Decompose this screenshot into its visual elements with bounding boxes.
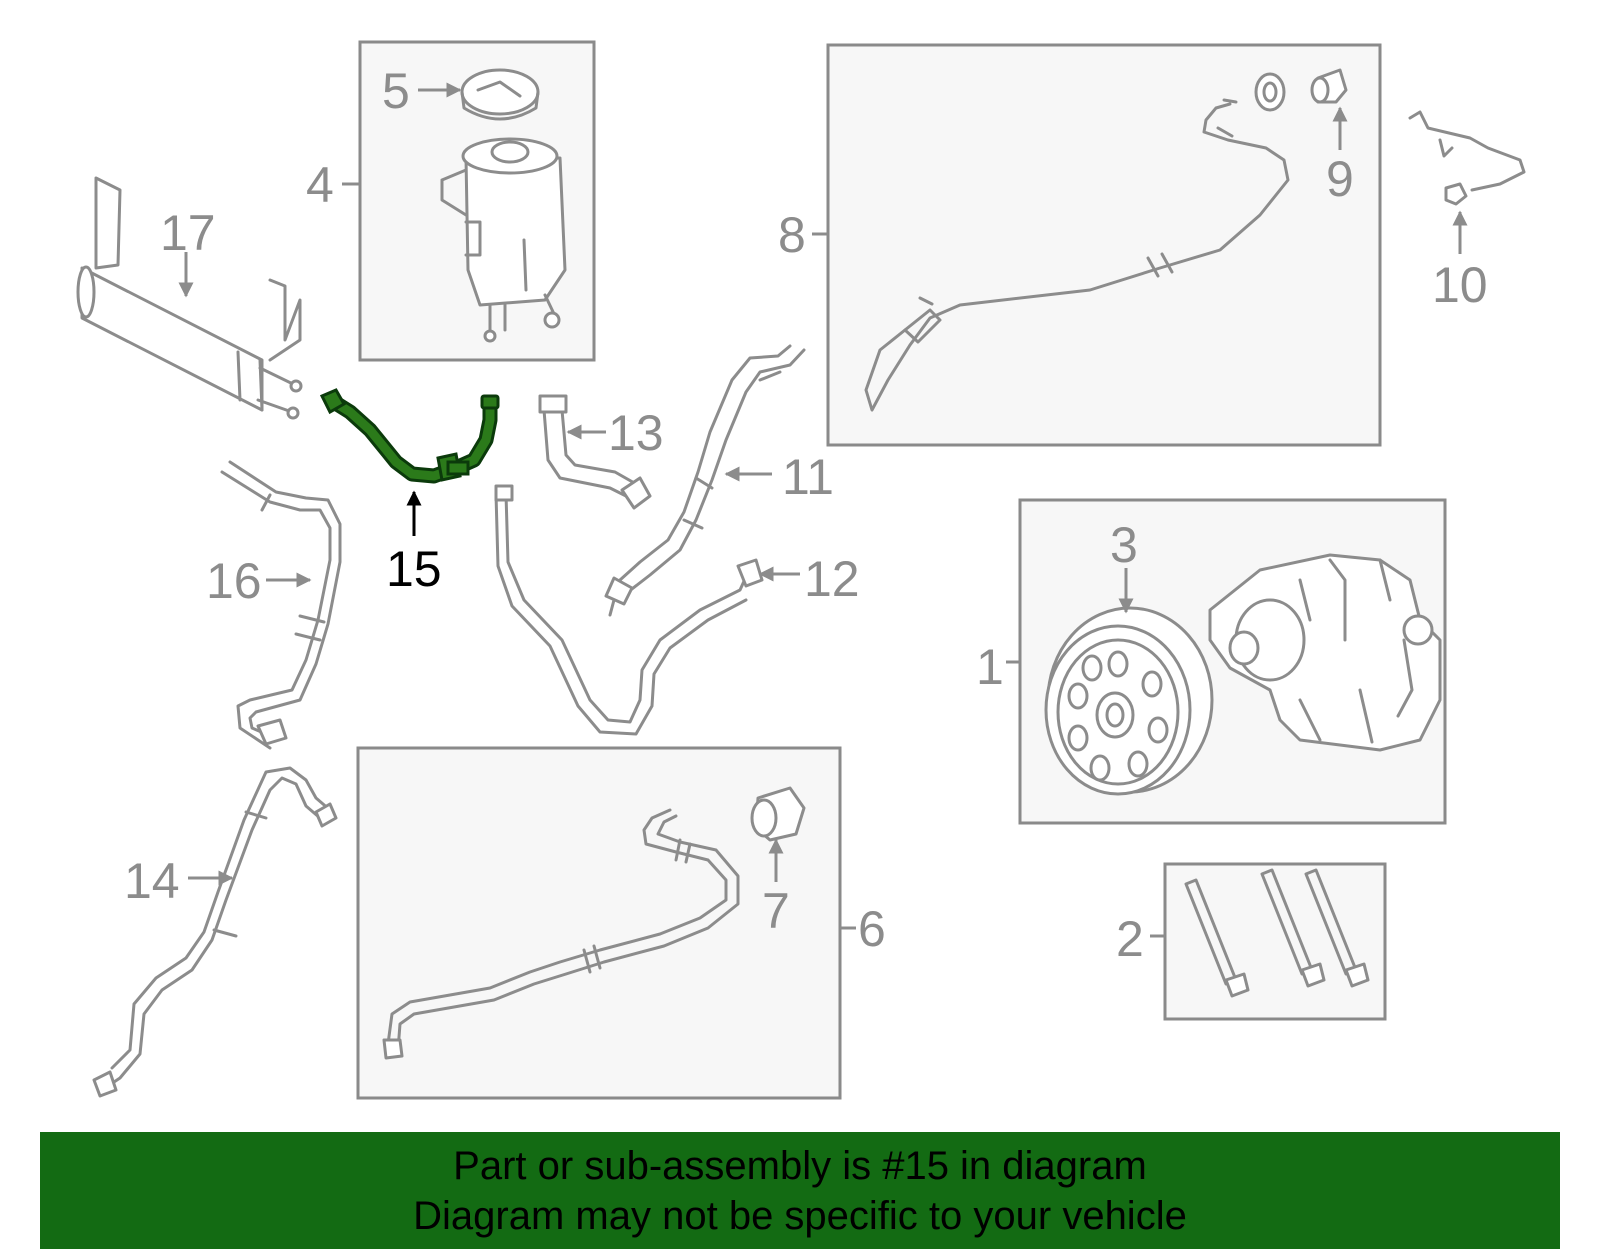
- part-10-tube: [1408, 110, 1526, 206]
- part-13-elbow-hose: [538, 394, 652, 510]
- part-4-reservoir: [440, 137, 567, 343]
- callout-17: 17: [160, 205, 216, 261]
- callout-12: 12: [804, 551, 860, 607]
- banner-line-2: Diagram may not be specific to your vehi…: [413, 1193, 1187, 1238]
- callout-6: 6: [858, 901, 886, 957]
- part-11-hose: [604, 344, 806, 617]
- callout-2: 2: [1116, 911, 1144, 967]
- part-8-pressure-hose: [864, 98, 1290, 412]
- callout-15[interactable]: 15: [386, 541, 442, 597]
- callout-10: 10: [1432, 257, 1488, 313]
- callout-11: 11: [782, 449, 834, 505]
- callout-7: 7: [762, 883, 790, 939]
- part-7-insulator: [750, 786, 806, 842]
- part-1-power-steering-pump: [1208, 553, 1442, 752]
- part-3-pulley: [1044, 606, 1214, 796]
- group-box-2: [1163, 862, 1387, 1021]
- part-2-bolts: [1184, 868, 1370, 998]
- part-16-tube: [220, 460, 342, 750]
- callout-5: 5: [382, 63, 410, 119]
- parts-diagram: 17 5 4 8 9: [76, 40, 1526, 1100]
- callout-8: 8: [778, 207, 806, 263]
- callout-9: 9: [1326, 151, 1354, 207]
- callout-1: 1: [976, 639, 1004, 695]
- info-banner: Part or sub-assembly is #15 in diagram D…: [40, 1132, 1560, 1249]
- callout-4: 4: [306, 157, 334, 213]
- callout-13: 13: [608, 405, 664, 461]
- callout-14: 14: [124, 853, 180, 909]
- part-5-reservoir-cap: [460, 68, 540, 121]
- part-9-insulator: [1254, 68, 1348, 112]
- callout-16: 16: [206, 553, 262, 609]
- part-12-return-hose: [494, 484, 764, 736]
- part-6-hose: [382, 808, 740, 1060]
- part-14-tube: [92, 766, 338, 1098]
- part-17-power-steering-cooler: [76, 176, 303, 420]
- callout-3: 3: [1110, 517, 1138, 573]
- group-box-8: [826, 43, 1382, 447]
- banner-line-1: Part or sub-assembly is #15 in diagram: [453, 1143, 1147, 1188]
- part-15-highlighted-hose: [319, 388, 500, 484]
